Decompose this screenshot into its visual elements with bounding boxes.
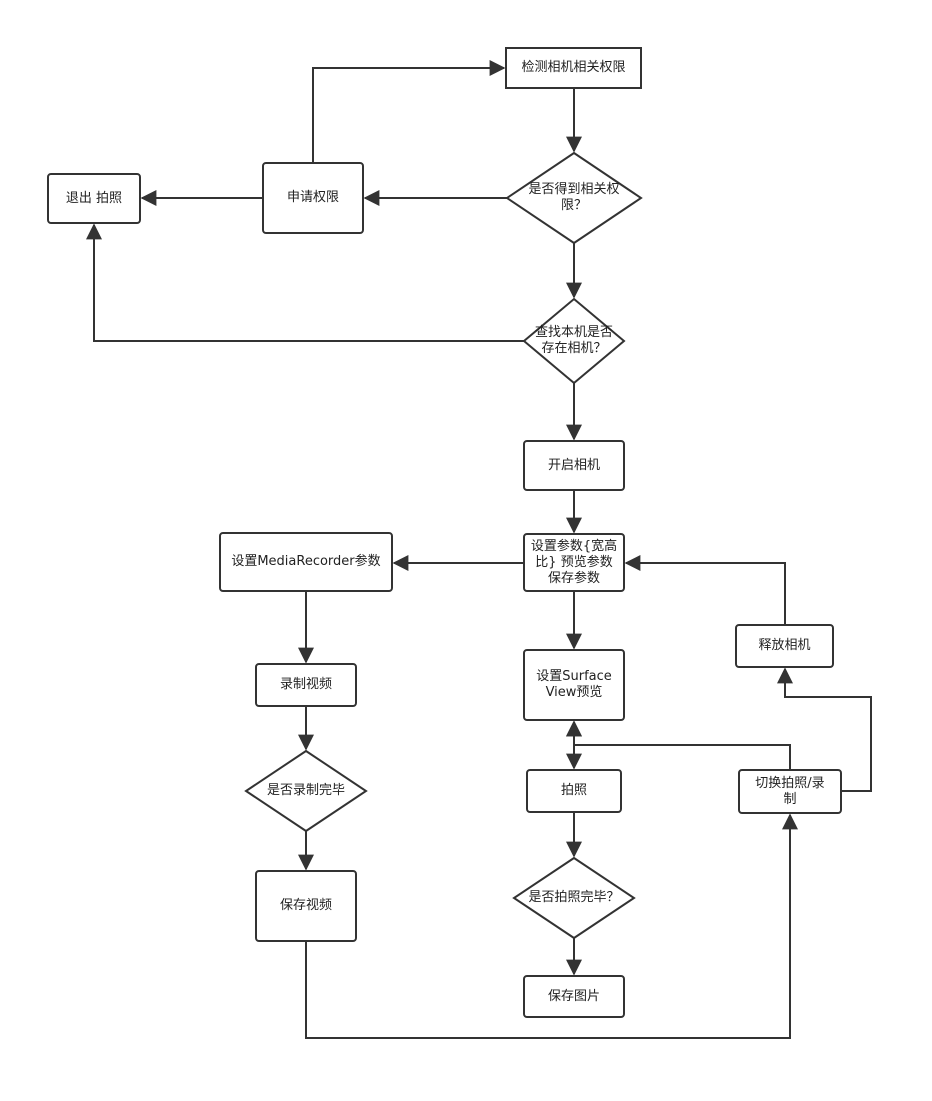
label-release-camera: 释放相机 [758,638,811,653]
label-save-video: 保存视频 [279,898,332,913]
label-request-permission: 申请权限 [286,190,339,205]
label-photo-done: 是否拍照完毕？ [528,890,620,905]
label-switch-mode: 切换拍照/录制 [755,775,825,807]
label-find-camera: 查找本机是否存在相机？ [534,325,613,356]
edge-find-to-exit [86,223,524,342]
node-set-preview [523,649,625,721]
edge-save-video-to-switch [305,813,798,1039]
edge-release-to-params [624,555,786,625]
label-record-done: 是否录制完毕 [266,783,345,798]
node-exit [47,173,141,224]
label-got-permission: 是否得到相关权限？ [528,182,620,213]
edge-switch-to-preview [566,720,791,770]
node-check-permission [505,47,642,89]
label-check-permission: 检测相机相关权限 [521,60,626,75]
label-set-params: 设置参数{宽高比} 预览参数 保存参数 [530,538,618,586]
label-save-photo: 保存图片 [547,988,600,1004]
edge-switch-to-release [777,667,872,792]
label-open-camera: 开启相机 [547,457,600,473]
label-take-photo: 拍照 [560,783,587,798]
node-save-photo [523,975,625,1018]
label-record-video: 录制视频 [279,677,332,692]
label-exit: 退出 拍照 [65,190,123,206]
label-set-preview: 设置SurfaceView预览 [536,669,612,700]
edge-request-to-check [312,60,506,163]
label-set-recorder: 设置MediaRecorder参数 [231,554,381,569]
